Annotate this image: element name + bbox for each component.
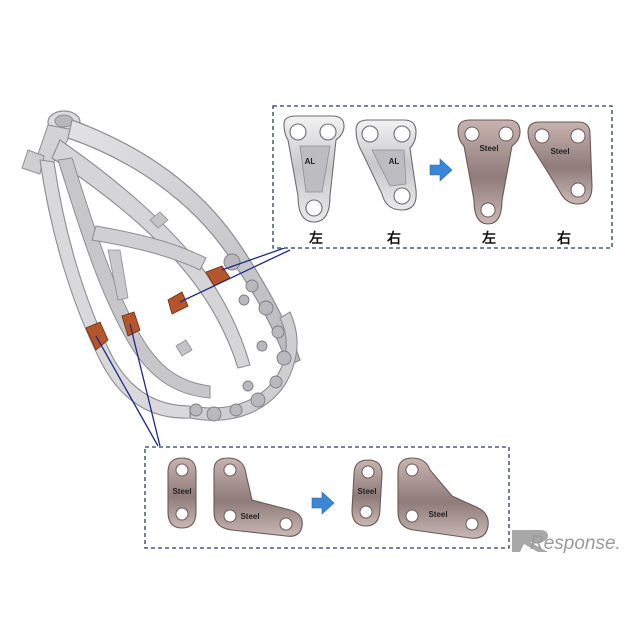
steel-link-after-2: Steel	[397, 457, 489, 539]
bottom-label-4: Steel	[428, 510, 447, 519]
pivot-cluster	[189, 253, 292, 422]
down-tube-left	[39, 159, 191, 419]
caption-steel-right: 右	[556, 230, 571, 247]
bottom-label-3: Steel	[357, 487, 376, 496]
motorcycle-frame	[21, 110, 301, 422]
mount-lower-left	[85, 321, 109, 351]
watermark-text: Response.	[530, 533, 621, 554]
steel-left-label: Steel	[479, 144, 498, 153]
steel-bracket-left: Steel	[457, 119, 521, 225]
down-tube-right	[57, 157, 211, 399]
caption-al-left: 左	[308, 230, 323, 247]
al-bracket-right: AL	[355, 119, 417, 211]
bottom-comparison-panel: Steel Steel Steel Steel	[144, 446, 510, 549]
mount-upper-left	[167, 291, 189, 315]
caption-steel-left: 左	[481, 230, 496, 247]
steel-link-before-2: Steel	[213, 457, 303, 537]
bottom-arrow-icon	[311, 491, 335, 515]
bottom-label-1: Steel	[172, 487, 191, 496]
steel-bracket-right: Steel	[527, 121, 593, 205]
al-bracket-left: AL	[283, 115, 345, 223]
al-right-label: AL	[389, 157, 400, 166]
cross-member	[91, 225, 207, 271]
bottom-label-2: Steel	[240, 512, 259, 521]
al-left-label: AL	[305, 157, 316, 166]
caption-al-right: 右	[386, 230, 401, 247]
top-arrow-icon	[429, 158, 453, 182]
logo-swoosh-icon	[512, 530, 548, 552]
steel-link-before-1: Steel	[167, 457, 197, 529]
steel-link-after-1: Steel	[351, 459, 383, 527]
response-logo: Response.	[512, 530, 621, 554]
leader-lines	[95, 245, 291, 447]
mount-lower-right	[121, 311, 141, 337]
top-comparison-panel: AL AL Steel Steel	[272, 105, 613, 249]
steel-right-label: Steel	[550, 147, 569, 156]
